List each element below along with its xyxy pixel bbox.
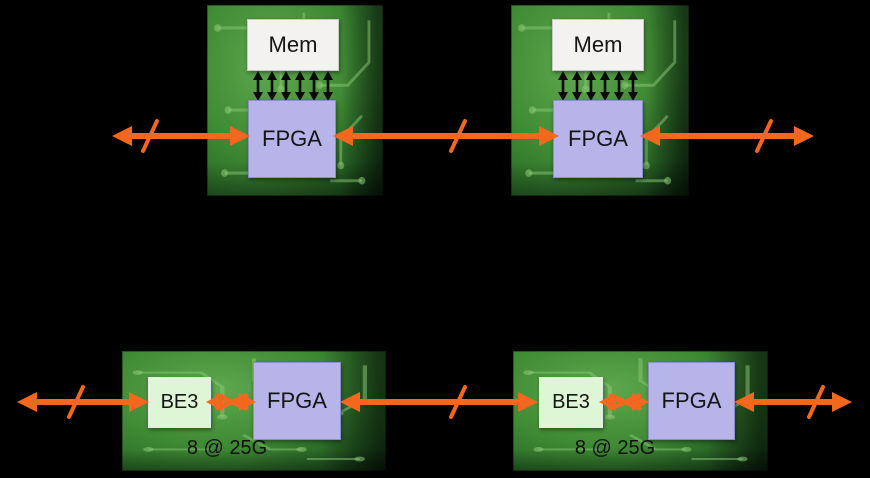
be3-label: BE3 [160,391,199,413]
be3-fpga-crossed-link-1 [206,393,256,411]
fpga-label: FPGA [267,388,327,413]
bus-slash [141,119,159,153]
bus-slash [449,385,467,419]
mem-box: Mem [552,19,644,71]
bus-arrow-bottom-left [17,385,149,419]
mem-label: Mem [573,32,623,57]
mem-fpga-link-arrows [556,69,640,103]
be3-box: BE3 [539,377,603,428]
fpga-box: FPGA [248,100,336,178]
fpga-box: FPGA [553,100,643,178]
mem-box: Mem [247,19,339,71]
bus-slash [67,385,85,419]
mem-fpga-link-arrows [253,69,335,103]
fpga-box: FPGA [253,362,341,440]
fpga-box: FPGA [648,362,735,440]
bus-arrow-bottom-right [734,385,852,419]
bus-arrow-top-left [112,119,250,153]
be3-box: BE3 [148,377,211,428]
bus-slash [755,119,773,153]
fpga-label: FPGA [262,126,322,151]
be3-fpga-crossed-link-2 [599,393,649,411]
fpga-label: FPGA [661,388,722,413]
bus-arrow-top-middle [333,119,559,153]
bus-speed-label: 8 @ 25G [574,437,656,459]
bottom-board-2: BE3 FPGA 8 @ 25G [513,351,768,471]
top-board-2: Mem FPGA [511,5,689,196]
bus-slash [449,119,467,153]
fpga-label: FPGA [568,126,628,151]
bus-arrow-top-right [640,119,814,153]
bottom-board-1: BE3 FPGA 8 @ 25G [122,351,386,471]
bus-arrow-bottom-middle [340,385,538,419]
top-board-1: Mem FPGA [207,5,383,196]
be3-label: BE3 [552,391,590,413]
bus-slash [807,385,825,419]
mem-label: Mem [268,32,318,57]
bus-speed-label: 8 @ 25G [186,437,268,459]
